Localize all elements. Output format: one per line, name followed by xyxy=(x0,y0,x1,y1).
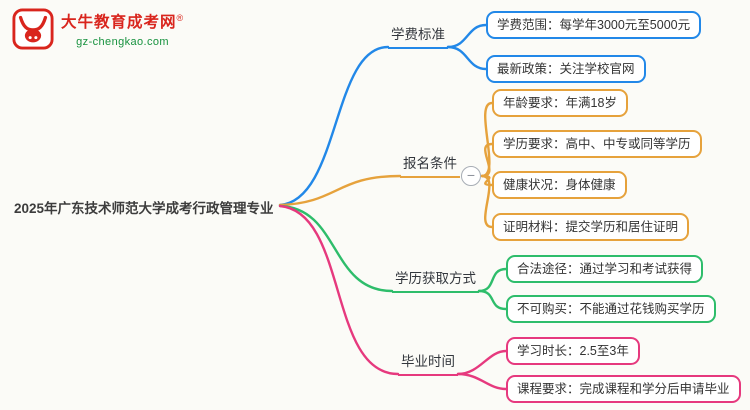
collapse-toggle-icon[interactable]: − xyxy=(461,166,481,186)
leaf-age-requirement[interactable]: 年龄要求：年满18岁 xyxy=(492,89,628,118)
leaf-no-purchase[interactable]: 不可购买：不能通过花钱购买学历 xyxy=(506,295,716,324)
connector-root-degree xyxy=(278,204,394,293)
leaf-study-duration[interactable]: 学习时长：2.5至3年 xyxy=(506,337,640,366)
bull-icon xyxy=(12,8,54,50)
branch-label-conditions[interactable]: 报名条件 xyxy=(400,155,460,178)
connector-degree-leaf-2 xyxy=(477,289,508,311)
connector-root-graduation xyxy=(278,204,400,376)
leaf-tuition-range[interactable]: 学费范围：每学年3000元至5000元 xyxy=(486,11,702,40)
branch-label-graduation[interactable]: 毕业时间 xyxy=(398,353,458,376)
connector-tuition-leaf-1 xyxy=(446,23,488,49)
connector-root-conditions xyxy=(278,174,402,207)
leaf-proof-materials[interactable]: 证明材料：提交学历和居住证明 xyxy=(492,213,690,242)
connector-graduation-leaf-1 xyxy=(456,349,508,376)
leaf-education-requirement[interactable]: 学历要求：高中、中专或同等学历 xyxy=(492,130,702,159)
logo-title: 大牛教育成考网® xyxy=(61,13,185,32)
logo-domain: gz-chengkao.com xyxy=(76,36,169,49)
branch-label-tuition[interactable]: 学费标准 xyxy=(388,26,448,49)
leaf-course-requirement[interactable]: 课程要求：完成课程和学分后申请毕业 xyxy=(506,375,741,404)
root-topic[interactable]: 2025年广东技术师范大学成考行政管理专业 xyxy=(14,201,274,216)
leaf-legal-way[interactable]: 合法途径：通过学习和考试获得 xyxy=(506,255,704,284)
connector-degree-leaf-1 xyxy=(477,267,508,293)
connector-graduation-leaf-2 xyxy=(456,372,508,391)
connector-tuition-leaf-2 xyxy=(446,45,488,71)
connector-root-tuition xyxy=(278,45,390,207)
branch-label-degree[interactable]: 学历获取方式 xyxy=(392,270,479,293)
connector-conditions-leaf-4 xyxy=(480,174,494,229)
site-logo: 大牛教育成考网® gz-chengkao.com xyxy=(12,8,184,50)
connector-conditions-leaf-2 xyxy=(480,142,494,178)
connector-conditions-leaf-1 xyxy=(480,101,494,178)
leaf-tuition-policy[interactable]: 最新政策：关注学校官网 xyxy=(486,55,646,84)
leaf-health-requirement[interactable]: 健康状况：身体健康 xyxy=(492,171,627,200)
registered-mark: ® xyxy=(176,13,185,23)
connector-conditions-leaf-3 xyxy=(480,174,494,187)
